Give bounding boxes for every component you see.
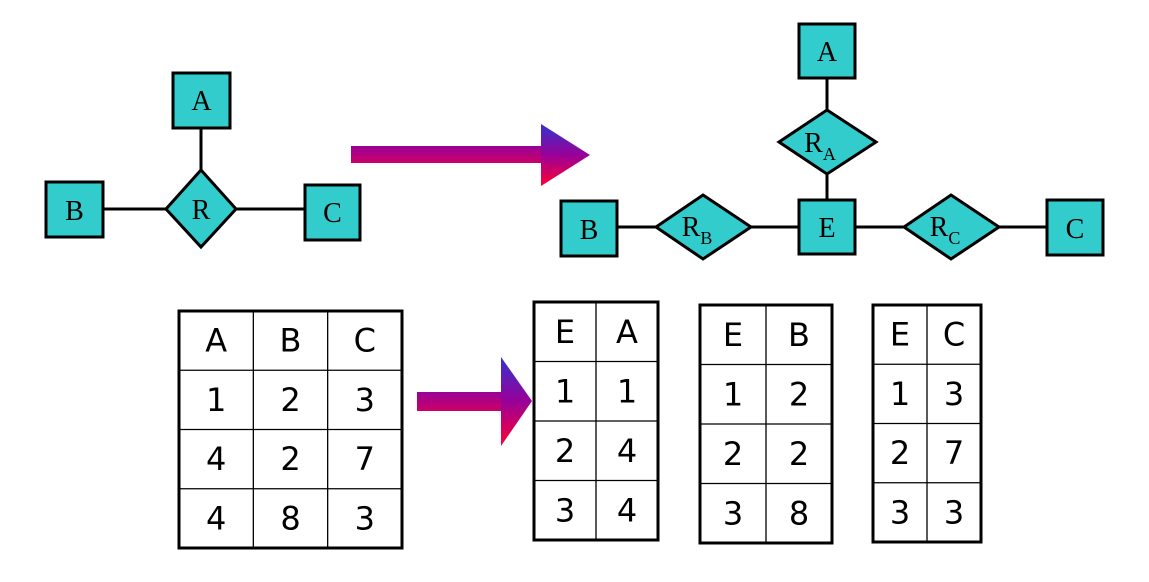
relationship-label: RB [682,212,713,248]
relationship-label: RA [804,128,836,164]
table-cell: 2 [723,435,743,473]
table-cell: 2 [890,434,910,472]
table-cell: 3 [944,493,964,531]
table-cell: 1 [890,375,910,413]
decomposed-er-diagram: A B E C RA RB RC [559,22,1105,261]
entity-label: C [323,198,342,229]
entity-label: B [65,196,84,227]
original-er-diagram: A B C R [44,71,362,250]
entity-a: A [171,71,232,130]
entity-c: C [1045,198,1105,257]
table-abc: A B C 1 2 3 4 2 7 4 8 3 [177,309,404,550]
table-eb: E B 1 2 2 2 3 8 [698,303,834,545]
table-cell: 8 [789,494,809,532]
transform-arrow-top [351,124,590,186]
table-cell: 3 [723,494,743,532]
entity-label: A [817,37,838,68]
table-header-cell: A [616,313,638,351]
relationship-subscript: B [700,228,712,248]
table-cell: 2 [280,440,300,478]
table-cell: 7 [355,440,375,478]
transform-arrow-bottom [417,357,532,446]
table-cell: 4 [617,432,637,470]
relationship-subscript: C [948,228,960,248]
relationship-name: R [930,212,949,243]
table-cell: 4 [206,499,226,537]
table-cell: 2 [789,375,809,413]
relationship-name: R [682,212,701,243]
table-cell: 4 [617,491,637,529]
table-header-cell: B [280,322,302,360]
entity-label: E [818,213,835,244]
entity-label: A [191,86,212,117]
table-header-cell: B [788,316,810,354]
table-header-cell: C [943,316,965,354]
entity-b: B [559,199,619,258]
relationship-label: RC [930,212,961,248]
table-cell: 8 [280,499,300,537]
table-cell: 3 [890,493,910,531]
relationship-subscript: A [823,144,836,164]
table-header-cell: C [354,322,376,360]
table-ea: E A 1 1 2 4 3 4 [532,300,660,542]
table-cell: 1 [555,372,575,410]
relationship-r: R [163,167,239,250]
entity-c: C [303,183,362,242]
table-header-cell: E [555,313,575,351]
relationship-label: R [192,195,211,226]
table-cell: 3 [355,499,375,537]
table-cell: 1 [723,375,743,413]
entity-label: C [1066,214,1085,245]
table-cell: 2 [789,435,809,473]
table-cell: 7 [944,434,964,472]
relationship-ra: RA [776,108,879,176]
table-cell: 3 [555,491,575,529]
table-header-cell: A [205,322,227,360]
table-cell: 4 [206,440,226,478]
relationship-name: R [804,128,823,159]
table-cell: 2 [555,432,575,470]
table-cell: 1 [206,381,226,419]
table-cell: 3 [944,375,964,413]
relationship-rb: RB [653,193,754,261]
table-cell: 1 [617,372,637,410]
entity-e: E [797,198,857,256]
entity-b: B [44,180,105,239]
table-header-cell: E [890,316,910,354]
table-cell: 3 [355,381,375,419]
relationship-rc: RC [901,193,1002,261]
entity-a: A [797,22,857,80]
table-header-cell: E [723,316,743,354]
entity-label: B [580,215,599,246]
table-cell: 2 [280,381,300,419]
